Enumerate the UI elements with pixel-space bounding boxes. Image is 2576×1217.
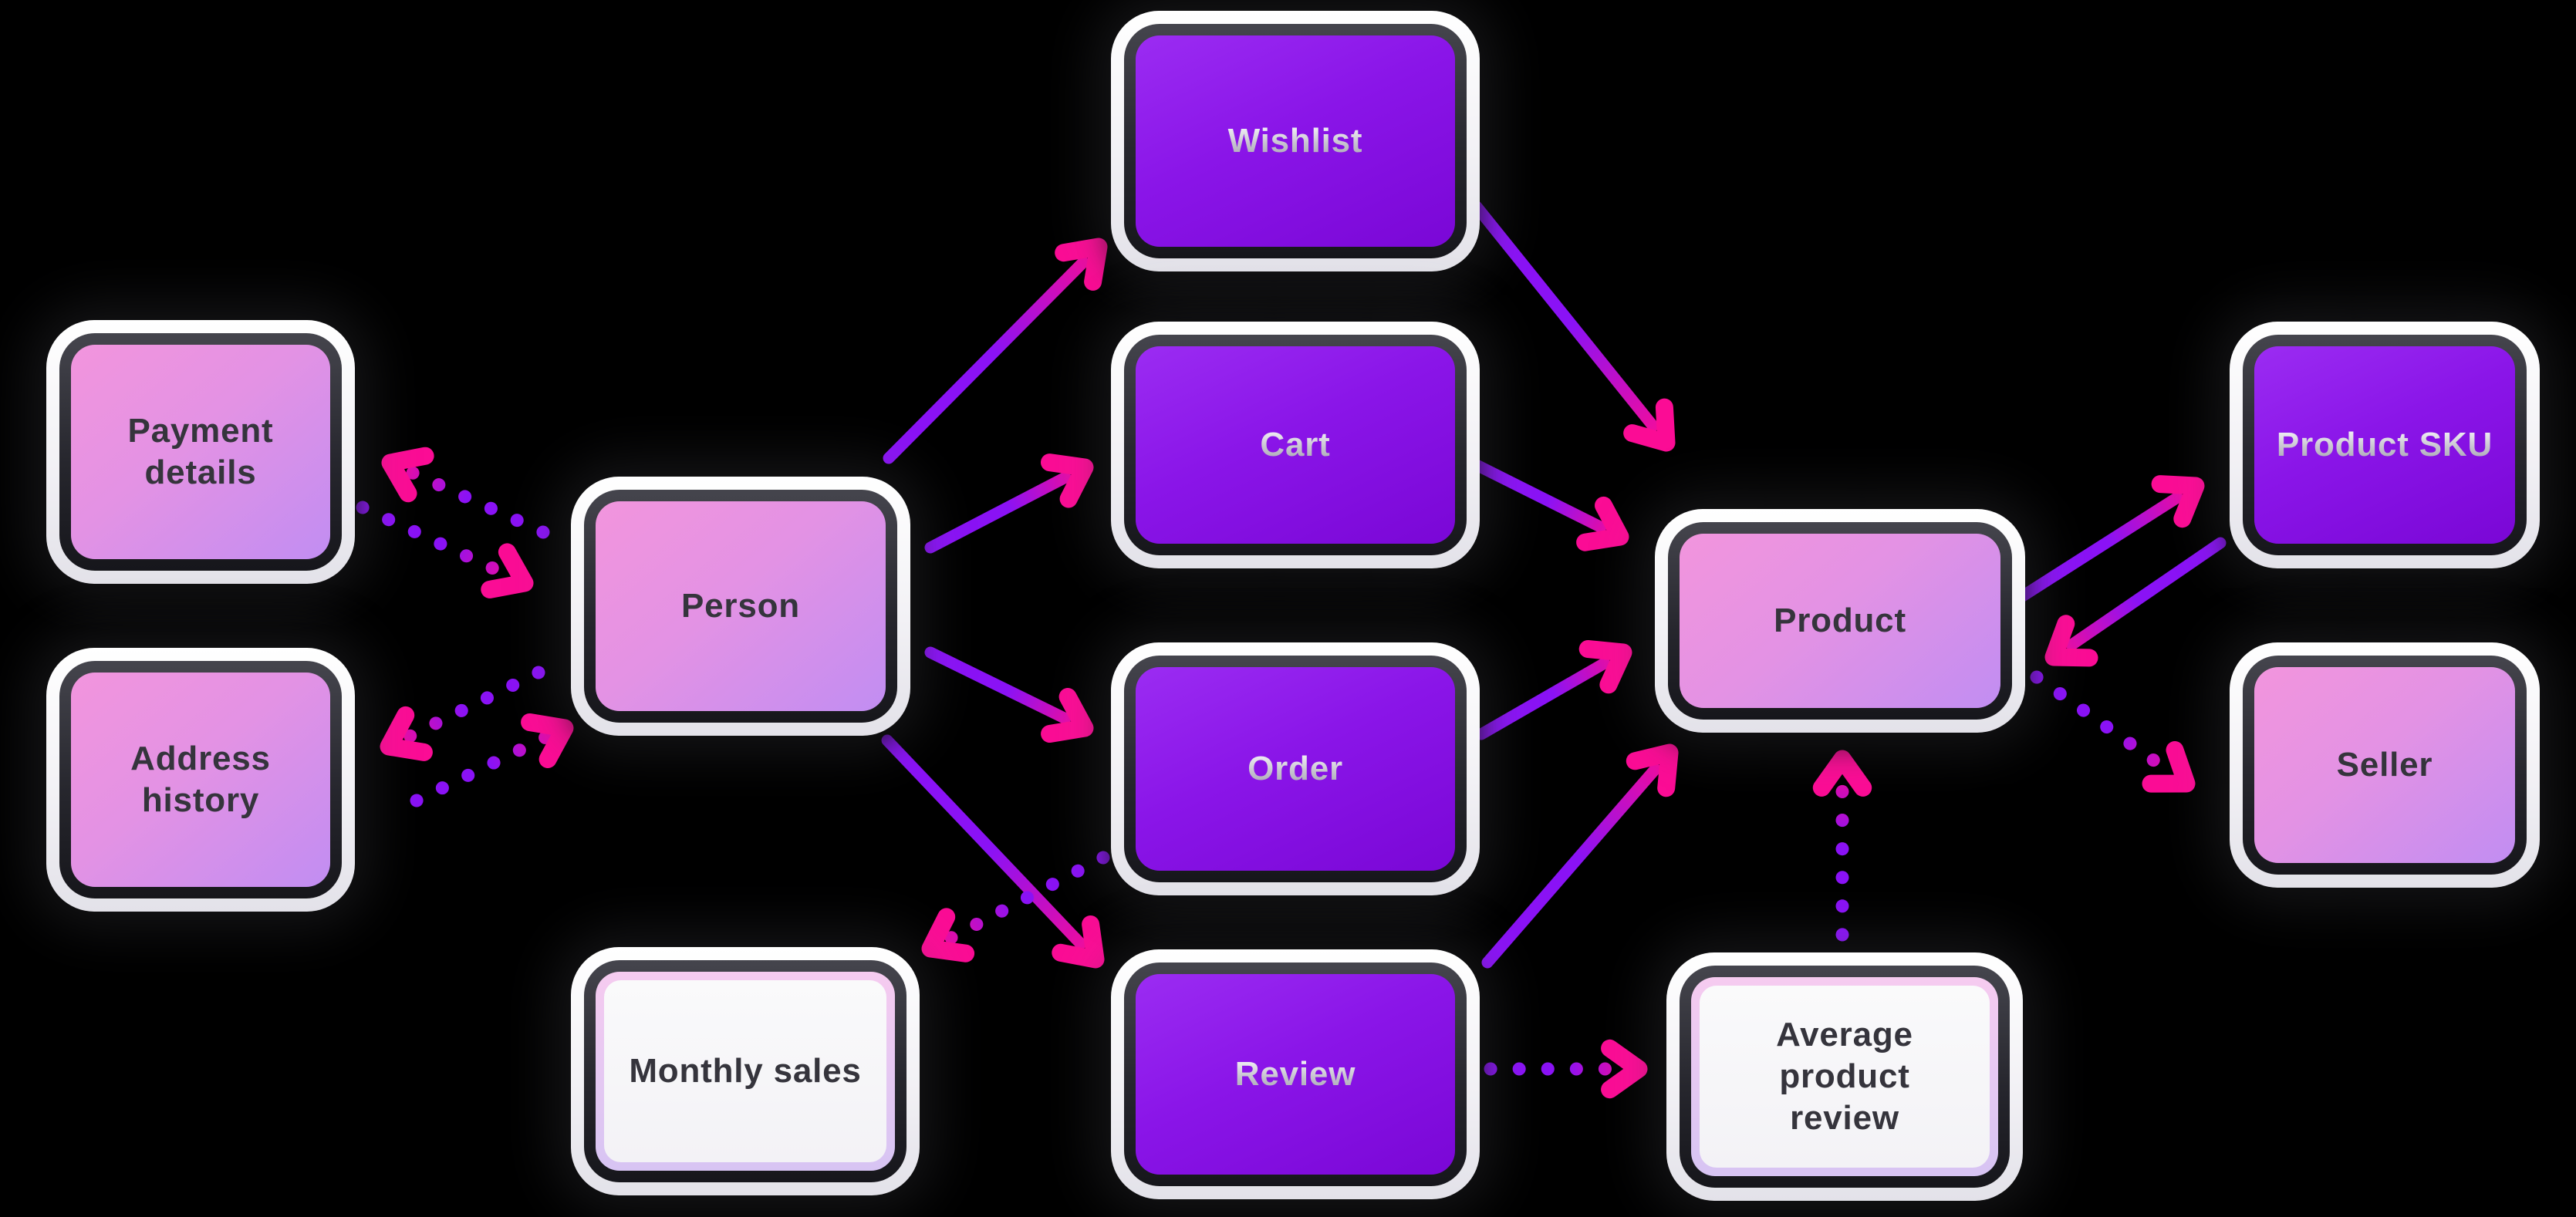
arrowhead-wishlist [1055,238,1108,291]
arrowhead-order [1041,688,1094,743]
edge-review-to-product [1481,743,1679,969]
edge-product-to-product-sku [2015,475,2205,603]
node-border: Order [1124,656,1467,882]
node-core: Cart [1136,346,1455,544]
arrowhead-person [481,543,534,598]
node-core: Payment details [71,345,330,559]
node-fill: Average product review [1691,977,1998,1176]
node-label: Payment details [127,412,274,491]
edge-person-to-address-history [380,666,545,761]
node-core: Average product review [1700,986,1990,1168]
node-fill: Monthly sales [596,972,895,1171]
node-core: Review [1136,974,1455,1175]
node-fill: Seller [2254,667,2515,863]
arrowhead-cart [1041,453,1094,508]
node-fill: Payment details [71,345,330,559]
edge-address-history-to-person [410,713,574,807]
node-seller: Seller [2230,642,2540,888]
node-label: Person [681,587,800,625]
edge-person-to-order [924,646,1094,743]
edge-person-to-payment-details [381,447,550,539]
node-payment-details: Payment details [46,320,355,584]
node-label: Wishlist [1216,120,1376,162]
node-core: Seller [2254,667,2515,863]
node-label: Product SKU [2264,424,2505,466]
arrowhead-product [1623,398,1676,452]
edge-person-to-wishlist [883,238,1108,464]
edge-wishlist-to-product [1470,201,1676,452]
arrowhead-average-product-review [1601,1039,1648,1099]
edge-cart-to-product [1469,458,1629,551]
node-core: Product SKU [2254,346,2515,544]
node-cart: Cart [1111,322,1480,568]
node-core: Product [1680,534,2000,708]
edge-review-to-average-product-review [1484,1039,1648,1099]
node-fill: Cart [1136,346,1455,544]
node-label: Order [1235,748,1356,790]
edge-person-to-review [881,734,1105,969]
arrowhead-product [1578,640,1632,694]
node-label: Cart [1247,424,1342,466]
arrowhead-product [1576,496,1629,551]
node-core: Address history [71,673,330,887]
node-monthly-sales: Monthly sales [571,947,920,1195]
node-border: Seller [2243,656,2527,875]
node-label: Seller [2336,746,2433,784]
node-border: Person [584,490,897,723]
arrowhead-monthly-sales [921,908,975,962]
arrowhead-payment-details [381,447,434,503]
node-core: Wishlist [1136,35,1455,247]
node-label: Review [1223,1053,1368,1095]
arrowhead-product-sku [2151,475,2205,528]
arrowhead-product [2044,615,2098,667]
node-address-history: Address history [46,648,355,912]
edge-product-to-seller [2030,670,2196,793]
arrowhead-person [521,713,574,768]
arrowhead-review [1052,915,1105,969]
node-border: Payment details [59,333,342,571]
edge-average-product-review-to-product [1812,750,1872,942]
arrowhead-product [1626,743,1679,797]
node-fill: Order [1136,667,1455,871]
arrowhead-product [1812,750,1872,797]
node-review: Review [1111,949,1480,1199]
node-product-sku: Product SKU [2230,322,2540,568]
node-fill: Address history [71,673,330,887]
node-border: Review [1124,962,1467,1186]
node-wishlist: Wishlist [1111,11,1480,271]
edge-person-to-cart [924,453,1094,554]
node-fill: Product [1680,534,2000,708]
edge-order-to-product [1475,640,1632,740]
node-border: Product [1668,522,2012,720]
node-fill: Review [1136,974,1455,1175]
edge-product-sku-to-product [2044,537,2227,667]
node-label: Address history [130,740,271,819]
node-person: Person [571,477,910,736]
node-core: Person [596,501,886,711]
node-border: Cart [1124,335,1467,555]
node-fill: Wishlist [1136,35,1455,247]
arrowhead-address-history [380,706,433,761]
node-core: Order [1136,667,1455,871]
node-border: Product SKU [2243,335,2527,555]
node-fill: Product SKU [2254,346,2515,544]
node-product: Product [1655,509,2025,733]
edge-order-to-monthly-sales [921,851,1110,962]
arrowhead-seller [2142,741,2196,793]
node-order: Order [1111,642,1480,895]
node-label: Monthly sales [629,1052,862,1091]
edge-payment-details-to-person [356,501,534,598]
node-core: Monthly sales [604,980,886,1162]
node-fill: Person [596,501,886,711]
node-label: Average product review [1776,1016,1913,1137]
node-label: Product [1774,602,1906,640]
node-border: Monthly sales [584,960,906,1182]
node-border: Wishlist [1124,24,1467,258]
node-border: Address history [59,661,342,898]
node-average-product-review: Average product review [1666,952,2023,1201]
node-border: Average product review [1680,966,2010,1188]
